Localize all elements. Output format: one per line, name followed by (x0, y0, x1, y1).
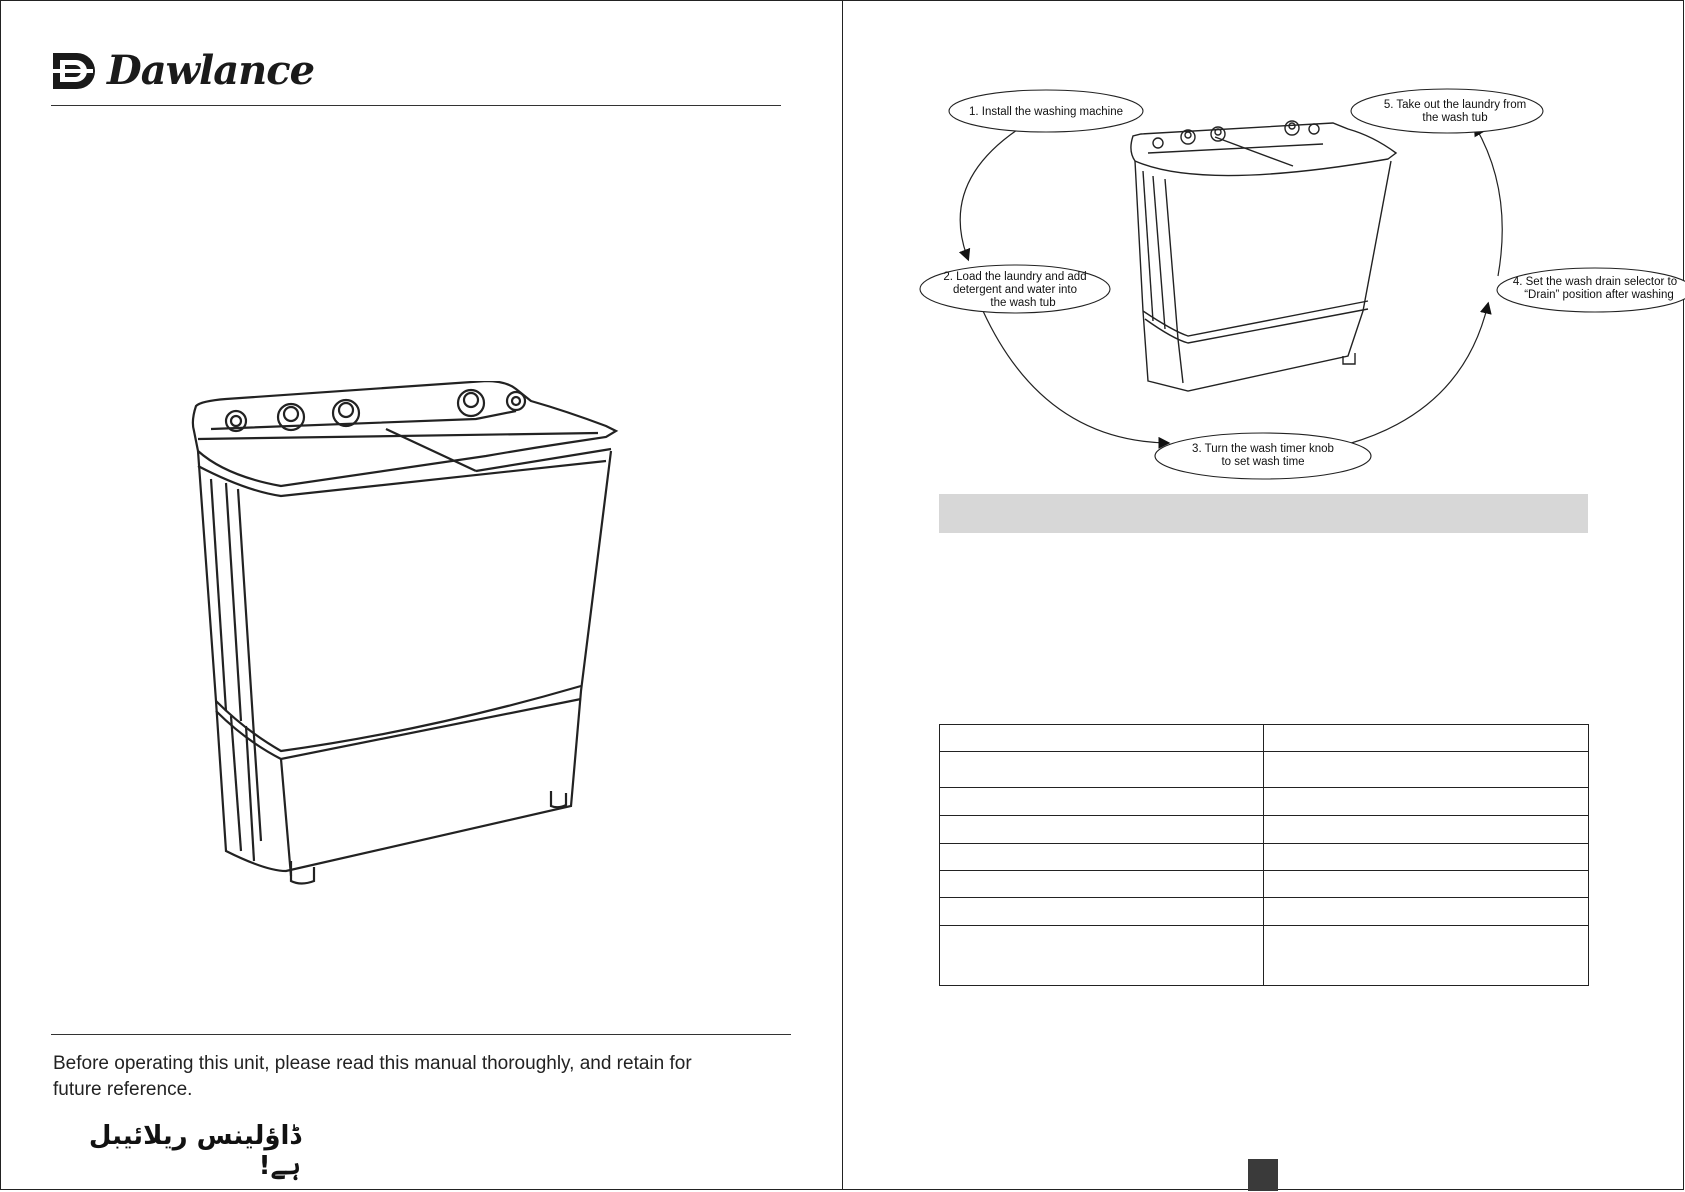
table-cell (1263, 925, 1589, 986)
flow-arrow-3-to-4 (1347, 301, 1492, 445)
flow-arrow-2-to-3 (982, 310, 1171, 449)
table-cell (1263, 870, 1589, 898)
brand-name: Dawlance (107, 47, 315, 94)
brand-logo: Dawlance (51, 47, 315, 94)
specification-table (939, 724, 1589, 986)
table-row (939, 843, 1589, 871)
table-cell (939, 751, 1264, 788)
urdu-slogan: ڈاؤلینس ریلائیبل ہے! (88, 1121, 301, 1181)
step-4-text-line-1: 4. Set the wash drain selector to (1513, 276, 1677, 288)
table-cell (939, 724, 1264, 752)
read-manual-notice: Before operating this unit, please read … (53, 1051, 753, 1103)
notice-line-2: future reference. (53, 1079, 193, 1100)
table-cell (1263, 897, 1589, 926)
step-2-bubble: 2. Load the laundry and add detergent an… (919, 264, 1111, 314)
cover-page: Dawlance Before operating this unit, ple… (0, 0, 843, 1190)
table-row (939, 724, 1589, 752)
table-row (939, 870, 1589, 898)
header-divider (51, 105, 781, 106)
table-cell (939, 870, 1264, 898)
table-cell (1263, 787, 1589, 816)
table-cell (939, 925, 1264, 986)
flow-arrow-4-to-5 (1473, 123, 1503, 277)
dawlance-logo-icon (53, 53, 95, 89)
step-5-text-line-1: 5. Take out the laundry from (1384, 99, 1526, 111)
table-cell (1263, 751, 1589, 788)
table-row (939, 897, 1589, 926)
table-row (939, 751, 1589, 788)
step-1-text: 1. Install the washing machine (969, 106, 1123, 118)
table-cell (1263, 815, 1589, 844)
table-cell (939, 787, 1264, 816)
footer-divider (51, 1034, 791, 1035)
table-row (939, 925, 1589, 986)
operation-page: 1. Install the washing machine 2. Load t… (842, 0, 1685, 1191)
step-5-bubble: 5. Take out the laundry from the wash tu… (1350, 88, 1544, 134)
table-row (939, 787, 1589, 816)
step-1-bubble: 1. Install the washing machine (948, 89, 1144, 133)
table-cell (939, 843, 1264, 871)
washing-steps-diagram: 1. Install the washing machine 2. Load t… (919, 88, 1685, 480)
table-cell (939, 897, 1264, 926)
step-2-text-line-1: 2. Load the laundry and add (943, 271, 1086, 283)
notice-line-1: Before operating this unit, please read … (53, 1053, 692, 1074)
section-heading-bar (939, 494, 1588, 533)
washing-machine-illustration (191, 381, 619, 885)
step-2-text-line-3: the wash tub (990, 297, 1055, 309)
step-3-text-line-2: to set wash time (1221, 456, 1304, 468)
step-3-bubble: 3. Turn the wash timer knob to set wash … (1154, 432, 1372, 480)
table-row (939, 815, 1589, 844)
page-number-tab (1248, 1159, 1278, 1191)
table-cell (939, 815, 1264, 844)
flow-arrow-1-to-2 (958, 125, 1024, 262)
step-5-text-line-2: the wash tub (1422, 112, 1487, 124)
step-4-text-line-2: “Drain” position after washing (1524, 289, 1674, 301)
washing-machine-small-icon (1130, 120, 1398, 392)
step-2-text-line-2: detergent and water into (953, 284, 1077, 296)
step-4-bubble: 4. Set the wash drain selector to “Drain… (1496, 267, 1685, 313)
table-cell (1263, 724, 1589, 752)
table-cell (1263, 843, 1589, 871)
step-3-text-line-1: 3. Turn the wash timer knob (1192, 443, 1334, 455)
